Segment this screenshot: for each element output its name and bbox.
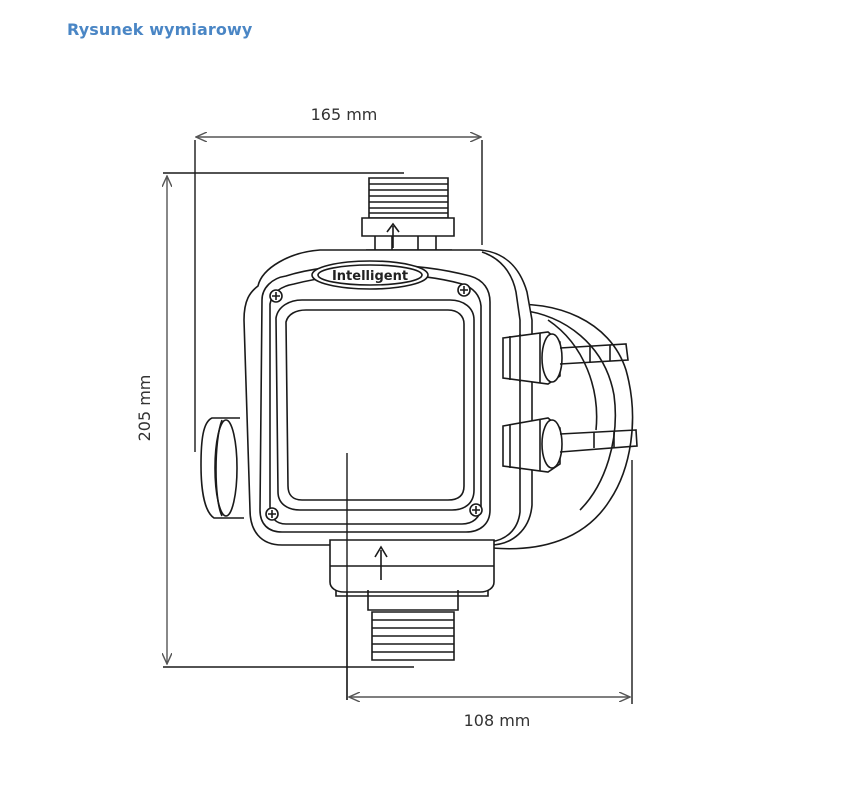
logo-text: Intelligent: [332, 269, 408, 284]
drawing-title: Rysunek wymiarowy: [67, 20, 253, 39]
cable-gland-top: [502, 331, 629, 385]
bottom-connector: [329, 539, 495, 661]
display-window: [275, 299, 475, 511]
height-label: 205 mm: [135, 375, 154, 442]
width-dimension: 165 mm: [194, 105, 483, 452]
left-bulge: [200, 417, 244, 519]
depth-label: 108 mm: [464, 711, 531, 730]
width-label: 165 mm: [311, 105, 378, 124]
screws: [265, 283, 483, 521]
top-connector: [361, 177, 455, 251]
cable-gland-bottom: [502, 417, 638, 473]
logo-badge: [311, 260, 429, 290]
height-dimension: 205 mm: [135, 172, 414, 668]
pump-controller: [200, 177, 638, 661]
